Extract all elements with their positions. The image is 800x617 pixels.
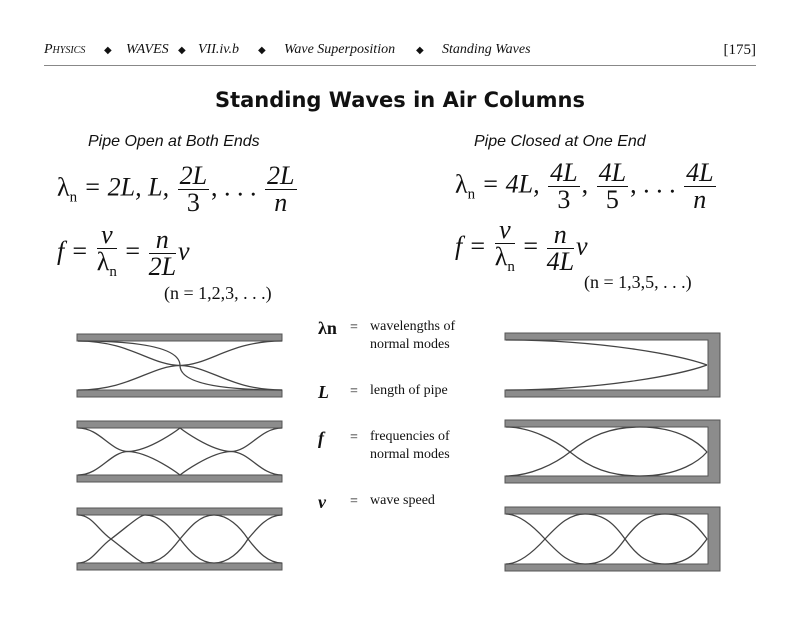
page-title: Standing Waves in Air Columns xyxy=(214,88,586,112)
legend-item-speed: v = wave speed xyxy=(318,492,435,512)
closed-n-range: (n = 1,3,5, . . .) xyxy=(584,272,692,292)
open-pipe-mode-2 xyxy=(76,420,283,483)
crumb-waves: WAVES xyxy=(126,42,169,57)
legend-item-length: L = length of pipe xyxy=(318,382,448,402)
header-rule xyxy=(44,65,756,66)
page-number: [175] xyxy=(723,42,757,58)
separator-icon: ◆ xyxy=(178,45,186,56)
open-n-range: (n = 1,2,3, . . .) xyxy=(164,283,272,303)
closed-pipe-subtitle: Pipe Closed at One End xyxy=(474,133,646,150)
symbol-legend: λn = wavelengths of normal modes L = len… xyxy=(318,318,488,518)
crumb-section: VII.iv.b xyxy=(198,42,239,57)
separator-icon: ◆ xyxy=(416,45,424,56)
open-pipe-mode-1 xyxy=(76,333,283,398)
open-pipe-subtitle: Pipe Open at Both Ends xyxy=(88,133,260,150)
crumb-physics: Physics xyxy=(44,42,86,57)
crumb-standing-waves: Standing Waves xyxy=(442,42,531,57)
legend-item-lambda: λn = wavelengths of normal modes xyxy=(318,318,456,352)
separator-icon: ◆ xyxy=(104,45,112,56)
crumb-superposition: Wave Superposition xyxy=(284,42,396,57)
running-header: Physics ◆ WAVES ◆ VII.iv.b ◆ Wave Superp… xyxy=(44,40,756,62)
open-pipe-mode-3 xyxy=(76,507,283,571)
closed-pipe-mode-1 xyxy=(504,332,721,398)
separator-icon: ◆ xyxy=(258,45,266,56)
legend-item-frequency: f = frequencies of normal modes xyxy=(318,428,450,462)
closed-pipe-mode-3 xyxy=(504,419,721,484)
closed-pipe-mode-5 xyxy=(504,506,721,572)
